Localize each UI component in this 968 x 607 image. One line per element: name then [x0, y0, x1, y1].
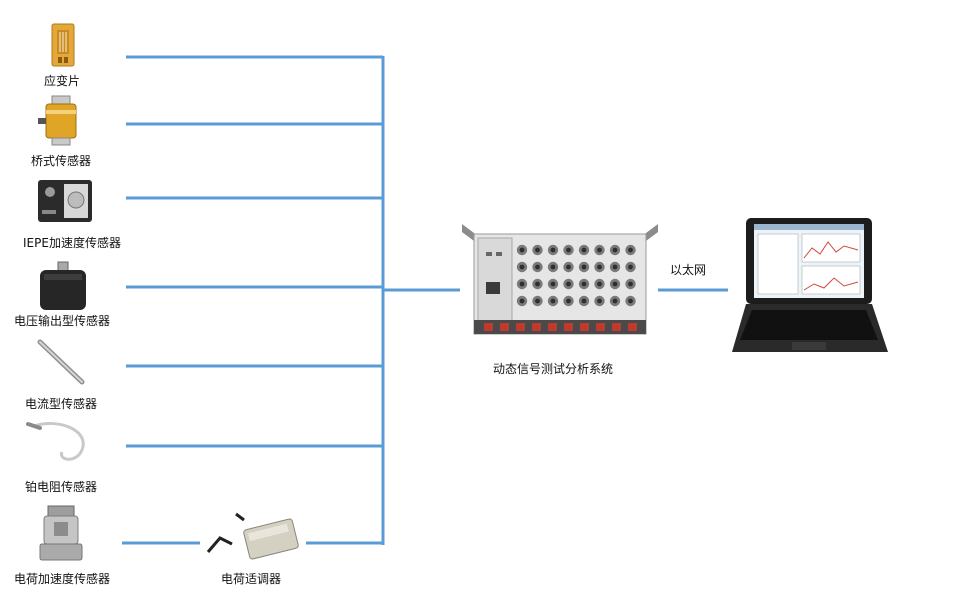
- sensor-label-strain-gauge: 应变片: [44, 73, 80, 88]
- sensor-label-iepe-accelerometer: IEPE加速度传感器: [23, 235, 121, 250]
- chassis-port-center: [597, 298, 602, 304]
- chassis-port-center: [519, 281, 525, 287]
- sensor-label-platinum-resistor: 铂电阻传感器: [25, 479, 97, 494]
- chassis-terminal: [484, 323, 493, 331]
- bridge-sensor-icon: [38, 95, 77, 146]
- chassis-terminal: [580, 323, 589, 331]
- chassis-port-center: [535, 281, 540, 287]
- sensor-label-voltage-sensor: 电压输出型传感器: [14, 313, 110, 328]
- chassis-terminal: [548, 323, 557, 331]
- charge-accelerometer-icon: [39, 505, 83, 561]
- chassis-port-center: [566, 281, 571, 287]
- chassis-port-center: [628, 281, 633, 287]
- chassis-port-center: [581, 264, 587, 270]
- voltage-sensor-icon: [40, 261, 86, 310]
- chassis-port-center: [535, 247, 540, 253]
- chassis-port-center: [535, 264, 540, 270]
- chassis-port-center: [597, 247, 602, 253]
- chassis-port-center: [612, 281, 618, 287]
- chassis-port-center: [597, 281, 602, 287]
- chassis-terminal: [612, 323, 621, 331]
- chassis-port-center: [566, 264, 571, 270]
- chassis-port-center: [550, 247, 556, 253]
- strain-gauge-icon: [51, 23, 75, 67]
- chassis-port-center: [628, 264, 633, 270]
- iepe-accelerometer-icon: [38, 180, 92, 222]
- chassis-terminal: [516, 323, 525, 331]
- chassis-terminals: [484, 323, 637, 331]
- chassis-port-center: [535, 298, 540, 304]
- chassis-terminal: [628, 323, 637, 331]
- chassis-port-center: [612, 298, 618, 304]
- chassis-port-center: [550, 264, 556, 270]
- chassis-port-center: [566, 298, 571, 304]
- ethernet-label: 以太网: [670, 262, 706, 277]
- sensor-label-charge-accelerometer: 电荷加速度传感器: [14, 571, 110, 586]
- chassis-port-center: [612, 247, 618, 253]
- charge-conditioner-icon: [206, 512, 299, 560]
- system-label: 动态信号测试分析系统: [493, 361, 613, 376]
- chassis-port-center: [566, 247, 571, 253]
- chassis-port-center: [628, 247, 633, 253]
- chassis-port-center: [519, 247, 525, 253]
- chassis-port-center: [581, 298, 587, 304]
- connection-lines: [122, 55, 728, 545]
- chassis-terminal: [596, 323, 605, 331]
- sensor-label-bridge-sensor: 桥式传感器: [31, 153, 91, 168]
- conditioner-label: 电荷适调器: [221, 572, 281, 586]
- chassis-ports: [516, 244, 636, 307]
- current-sensor-icon: [37, 339, 85, 385]
- chassis-port-center: [628, 298, 633, 304]
- chassis-port-center: [581, 247, 587, 253]
- chassis-port-center: [612, 264, 618, 270]
- chassis-terminal: [532, 323, 541, 331]
- chassis-port-center: [519, 298, 525, 304]
- chassis-port-center: [519, 264, 525, 270]
- chassis-port-center: [597, 264, 602, 270]
- dynamic-signal-system-icon: [462, 224, 658, 335]
- platinum-resistor-icon: [26, 422, 85, 461]
- chassis-port-center: [550, 281, 556, 287]
- chassis-terminal: [564, 323, 573, 331]
- chassis-port-center: [581, 281, 587, 287]
- sensor-label-current-sensor: 电流型传感器: [25, 396, 97, 411]
- laptop-icon: [732, 218, 888, 352]
- chassis-port-center: [550, 298, 556, 304]
- chassis-terminal: [500, 323, 509, 331]
